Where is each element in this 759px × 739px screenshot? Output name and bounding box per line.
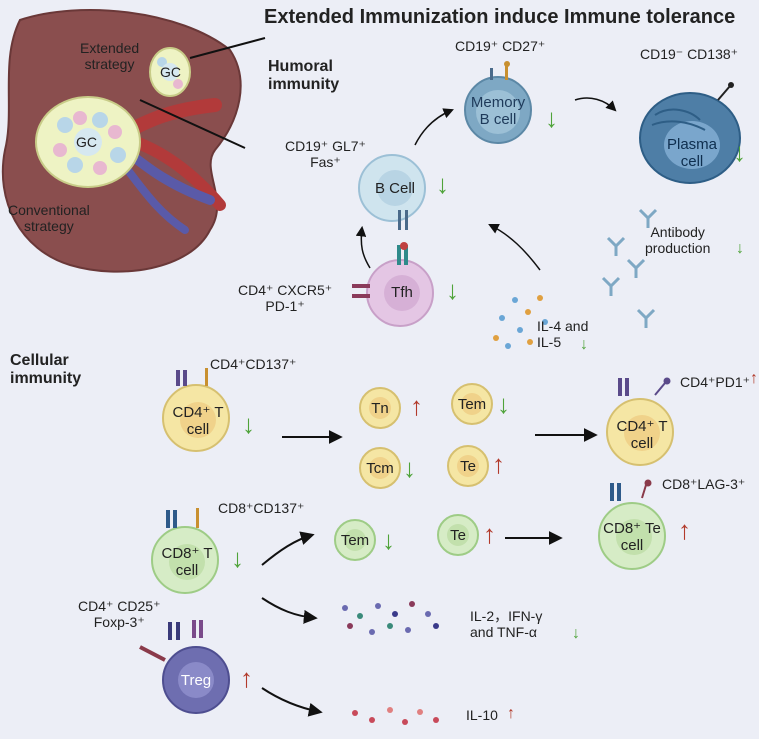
b-cell-shape xyxy=(358,154,426,230)
diagram-title: Extended Immunization induce Immune tole… xyxy=(264,6,736,28)
tcm-arrow: ↓ xyxy=(403,453,416,483)
cd8-marker-label: CD8⁺CD137⁺ xyxy=(218,500,305,516)
arrow-cytokine-to-b xyxy=(488,224,541,271)
arrow-treg-to-il10 xyxy=(261,687,323,717)
tfh-arrow: ↓ xyxy=(446,275,459,305)
cd8te-arrow: ↑ xyxy=(678,515,691,545)
bcell-arrow: ↓ xyxy=(436,169,449,199)
te8-label: Te xyxy=(450,527,466,544)
il4-il5-label: IL-4 and IL-5 xyxy=(537,318,589,351)
cytokines-arrow: ↓ xyxy=(572,625,580,642)
il4-arrow: ↓ xyxy=(580,336,588,353)
gc-large-region xyxy=(35,96,141,188)
cd4-arrow: ↓ xyxy=(242,409,255,439)
tfh-cell-shape xyxy=(352,242,434,327)
cd8-t-cell-shape xyxy=(151,508,219,594)
arrow-b-to-memory xyxy=(414,108,454,146)
cd4-marker-label: CD4⁺CD137⁺ xyxy=(210,356,297,372)
humoral-heading: Humoral immunity xyxy=(268,58,340,94)
antibody-arrow: ↓ xyxy=(736,240,744,257)
cellular-heading: Cellular immunity xyxy=(10,352,82,388)
tfh-marker-label: CD4⁺ CXCR5⁺ PD-1⁺ xyxy=(238,282,333,315)
plasma-marker-label: CD19⁻ CD138⁺ xyxy=(640,46,739,62)
zoom-line-bottom xyxy=(139,99,246,149)
il4-il5-particles xyxy=(493,295,548,349)
gc-large-label: GC xyxy=(76,134,97,150)
gc-small-region xyxy=(149,47,191,97)
cd4pd1-cell-label: CD4⁺ T cell xyxy=(616,418,668,453)
il10-label: IL-10 xyxy=(466,707,498,723)
cd4pd1-marker-label: CD4⁺PD1⁺ xyxy=(680,374,751,390)
cd8lag-marker-label: CD8⁺LAG-3⁺ xyxy=(662,476,746,492)
memory-arrow: ↓ xyxy=(545,103,558,133)
te-arrow: ↑ xyxy=(492,449,505,479)
memory-b-cell-label: Memory B cell xyxy=(470,94,526,129)
te8-arrow: ↑ xyxy=(483,519,496,549)
gc-small-label: GC xyxy=(160,64,181,80)
antibodies xyxy=(601,208,658,328)
arrow-cd8-to-tem xyxy=(261,531,315,566)
arrow-tfh-to-b xyxy=(355,225,371,269)
tfh-label: Tfh xyxy=(391,284,413,301)
treg-marker-label: CD4⁺ CD25⁺ Foxp-3⁺ xyxy=(78,598,161,631)
arrow-memory-to-plasma xyxy=(574,97,617,112)
cytokines-label: IL-2，IFN-γ and TNF-α xyxy=(470,608,543,641)
cd8te-cell-label: CD8⁺ Te cell xyxy=(603,520,661,555)
tn-label: Tn xyxy=(371,400,389,417)
il10-particles xyxy=(352,707,439,725)
plasma-arrow: ↓ xyxy=(733,137,746,167)
cd4-cell-label: CD4⁺ T cell xyxy=(172,404,224,439)
cd8-arrow: ↓ xyxy=(231,543,244,573)
te-label: Te xyxy=(460,458,476,475)
treg-label: Treg xyxy=(180,672,212,689)
tn-arrow: ↑ xyxy=(410,391,423,421)
extended-strategy-label: Extended strategy xyxy=(80,40,140,73)
antibody-label: Antibody production xyxy=(645,224,711,257)
memory-marker-label: CD19⁺ CD27⁺ xyxy=(455,38,546,54)
tem8-arrow: ↓ xyxy=(382,525,395,555)
plasma-cell-label: Plasma cell xyxy=(666,136,718,171)
il10-arrow: ↑ xyxy=(507,705,515,722)
tem8-label: Tem xyxy=(340,532,370,549)
cd4-t-cell-shape xyxy=(162,368,230,452)
conventional-strategy-label: Conventional strategy xyxy=(8,202,90,235)
zoom-line-top xyxy=(189,37,266,59)
cd4pd1-arrow: ↑ xyxy=(750,370,758,387)
bcell-label: B Cell xyxy=(374,180,415,197)
cd4-pd1-cell-shape xyxy=(606,377,674,466)
arrow-cd8-to-cytokines xyxy=(261,597,318,624)
tem-arrow: ↓ xyxy=(497,389,510,419)
treg-arrow: ↑ xyxy=(240,663,253,693)
cytokine-particles xyxy=(342,601,439,635)
memory-b-cell-shape xyxy=(464,61,532,144)
tem-label: Tem xyxy=(457,396,487,413)
treg-cell-shape xyxy=(139,620,230,714)
bcell-marker-label: CD19⁺ GL7⁺ Fas⁺ xyxy=(285,138,366,171)
cd8-te-cell-shape xyxy=(598,479,666,570)
plasma-cell-shape xyxy=(639,82,741,184)
cd8-cell-label: CD8⁺ T cell xyxy=(161,545,213,580)
tcm-label: Tcm xyxy=(366,460,394,477)
